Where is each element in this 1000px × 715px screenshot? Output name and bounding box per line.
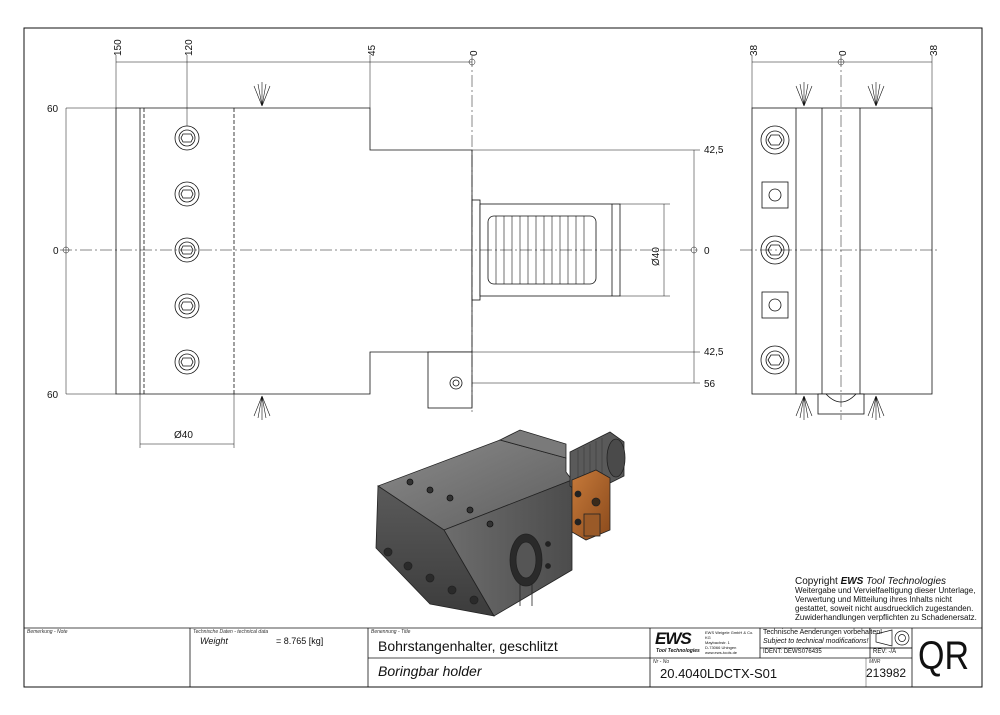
copyright-notice: Copyright EWS Tool Technologies Weiterga…	[795, 576, 985, 623]
ews-logo: EWS	[655, 629, 692, 648]
company-line: D-73066 Uhingen	[705, 645, 737, 650]
rev-value: -/A	[888, 649, 897, 655]
rev-label: REV:	[873, 649, 887, 655]
remark-label: Bemerkung - Note	[27, 629, 68, 635]
dim-60-top: 60	[47, 104, 59, 115]
rev-field: REV: -/A	[873, 649, 896, 655]
isometric-3d-view	[375, 429, 626, 617]
dim-0-left: 0	[53, 246, 59, 257]
title-label: Benennung - Title	[371, 629, 411, 635]
dim-0-top: 0	[469, 50, 480, 56]
change-note-english: Subject to technical modifications!	[763, 638, 869, 645]
side-dim-0: 0	[838, 50, 849, 56]
copyright-line: gestattet, soweit nicht ausdruecklich zu…	[795, 604, 974, 613]
ident-field: IDENT: DEWS076435	[763, 649, 822, 655]
copyright-title-suffix: Tool Technologies	[863, 576, 947, 587]
side-dim-38-right: 38	[929, 44, 940, 56]
title-german: Bohrstangenhalter, geschlitzt	[378, 638, 558, 654]
weight-value: = 8.765 [kg]	[276, 636, 324, 646]
company-line: EWS Weigele GmbH & Co. KG	[705, 630, 754, 640]
copyright-title-prefix: Copyright	[795, 576, 841, 587]
company-address: EWS Weigele GmbH & Co. KG Maybachstr. 1 …	[705, 630, 760, 655]
mnr-label: MNR	[869, 659, 881, 665]
side-view	[740, 55, 940, 420]
dim-45: 45	[367, 44, 378, 56]
tech-data-label: Technische Daten - technical data	[193, 629, 269, 635]
company-line: Maybachstr. 1	[705, 640, 730, 645]
dim-60-bottom: 60	[47, 390, 59, 401]
number-label: Nr - No	[653, 659, 670, 665]
dim-120: 120	[184, 39, 195, 56]
company-line: www.ews-tools.de	[705, 650, 738, 655]
dim-dia40-bottom: Ø40	[174, 430, 193, 441]
copyright-line: Zuwiderhandlungen verpflichten zu Schade…	[795, 613, 977, 622]
ews-logo-sub: Tool Technologies	[656, 648, 700, 654]
dim-42-5-bottom: 42,5	[704, 347, 724, 358]
dim-150: 150	[113, 39, 124, 56]
copyright-line: Verwertung und Mitteilung ihres Inhalts …	[795, 595, 952, 604]
dim-56: 56	[704, 379, 716, 390]
dim-dia40-bar: Ø40	[651, 247, 662, 266]
change-note-german: Technische Aenderungen vorbehalten!	[763, 629, 883, 636]
qr-mark: QR	[918, 634, 969, 678]
weight-label: Weight	[200, 636, 228, 646]
copyright-line: Weitergabe und Vervielfaeltigung dieser …	[795, 586, 976, 595]
drawing-border	[23, 27, 983, 688]
side-dim-38-left: 38	[749, 44, 760, 56]
title-english: Boringbar holder	[378, 663, 482, 679]
dim-42-5-top: 42,5	[704, 145, 724, 156]
projection-symbol-icon	[875, 629, 910, 647]
copyright-brand: EWS	[840, 576, 864, 587]
ident-label: IDENT:	[763, 649, 783, 655]
title-block-grid	[24, 627, 982, 687]
ident-value: DEWS076435	[783, 649, 822, 655]
dim-0-right: 0	[704, 246, 710, 257]
drawing-number: 20.4040LDCTX-S01	[660, 666, 778, 681]
front-view	[60, 55, 700, 448]
mnr-value: 213982	[866, 666, 907, 680]
